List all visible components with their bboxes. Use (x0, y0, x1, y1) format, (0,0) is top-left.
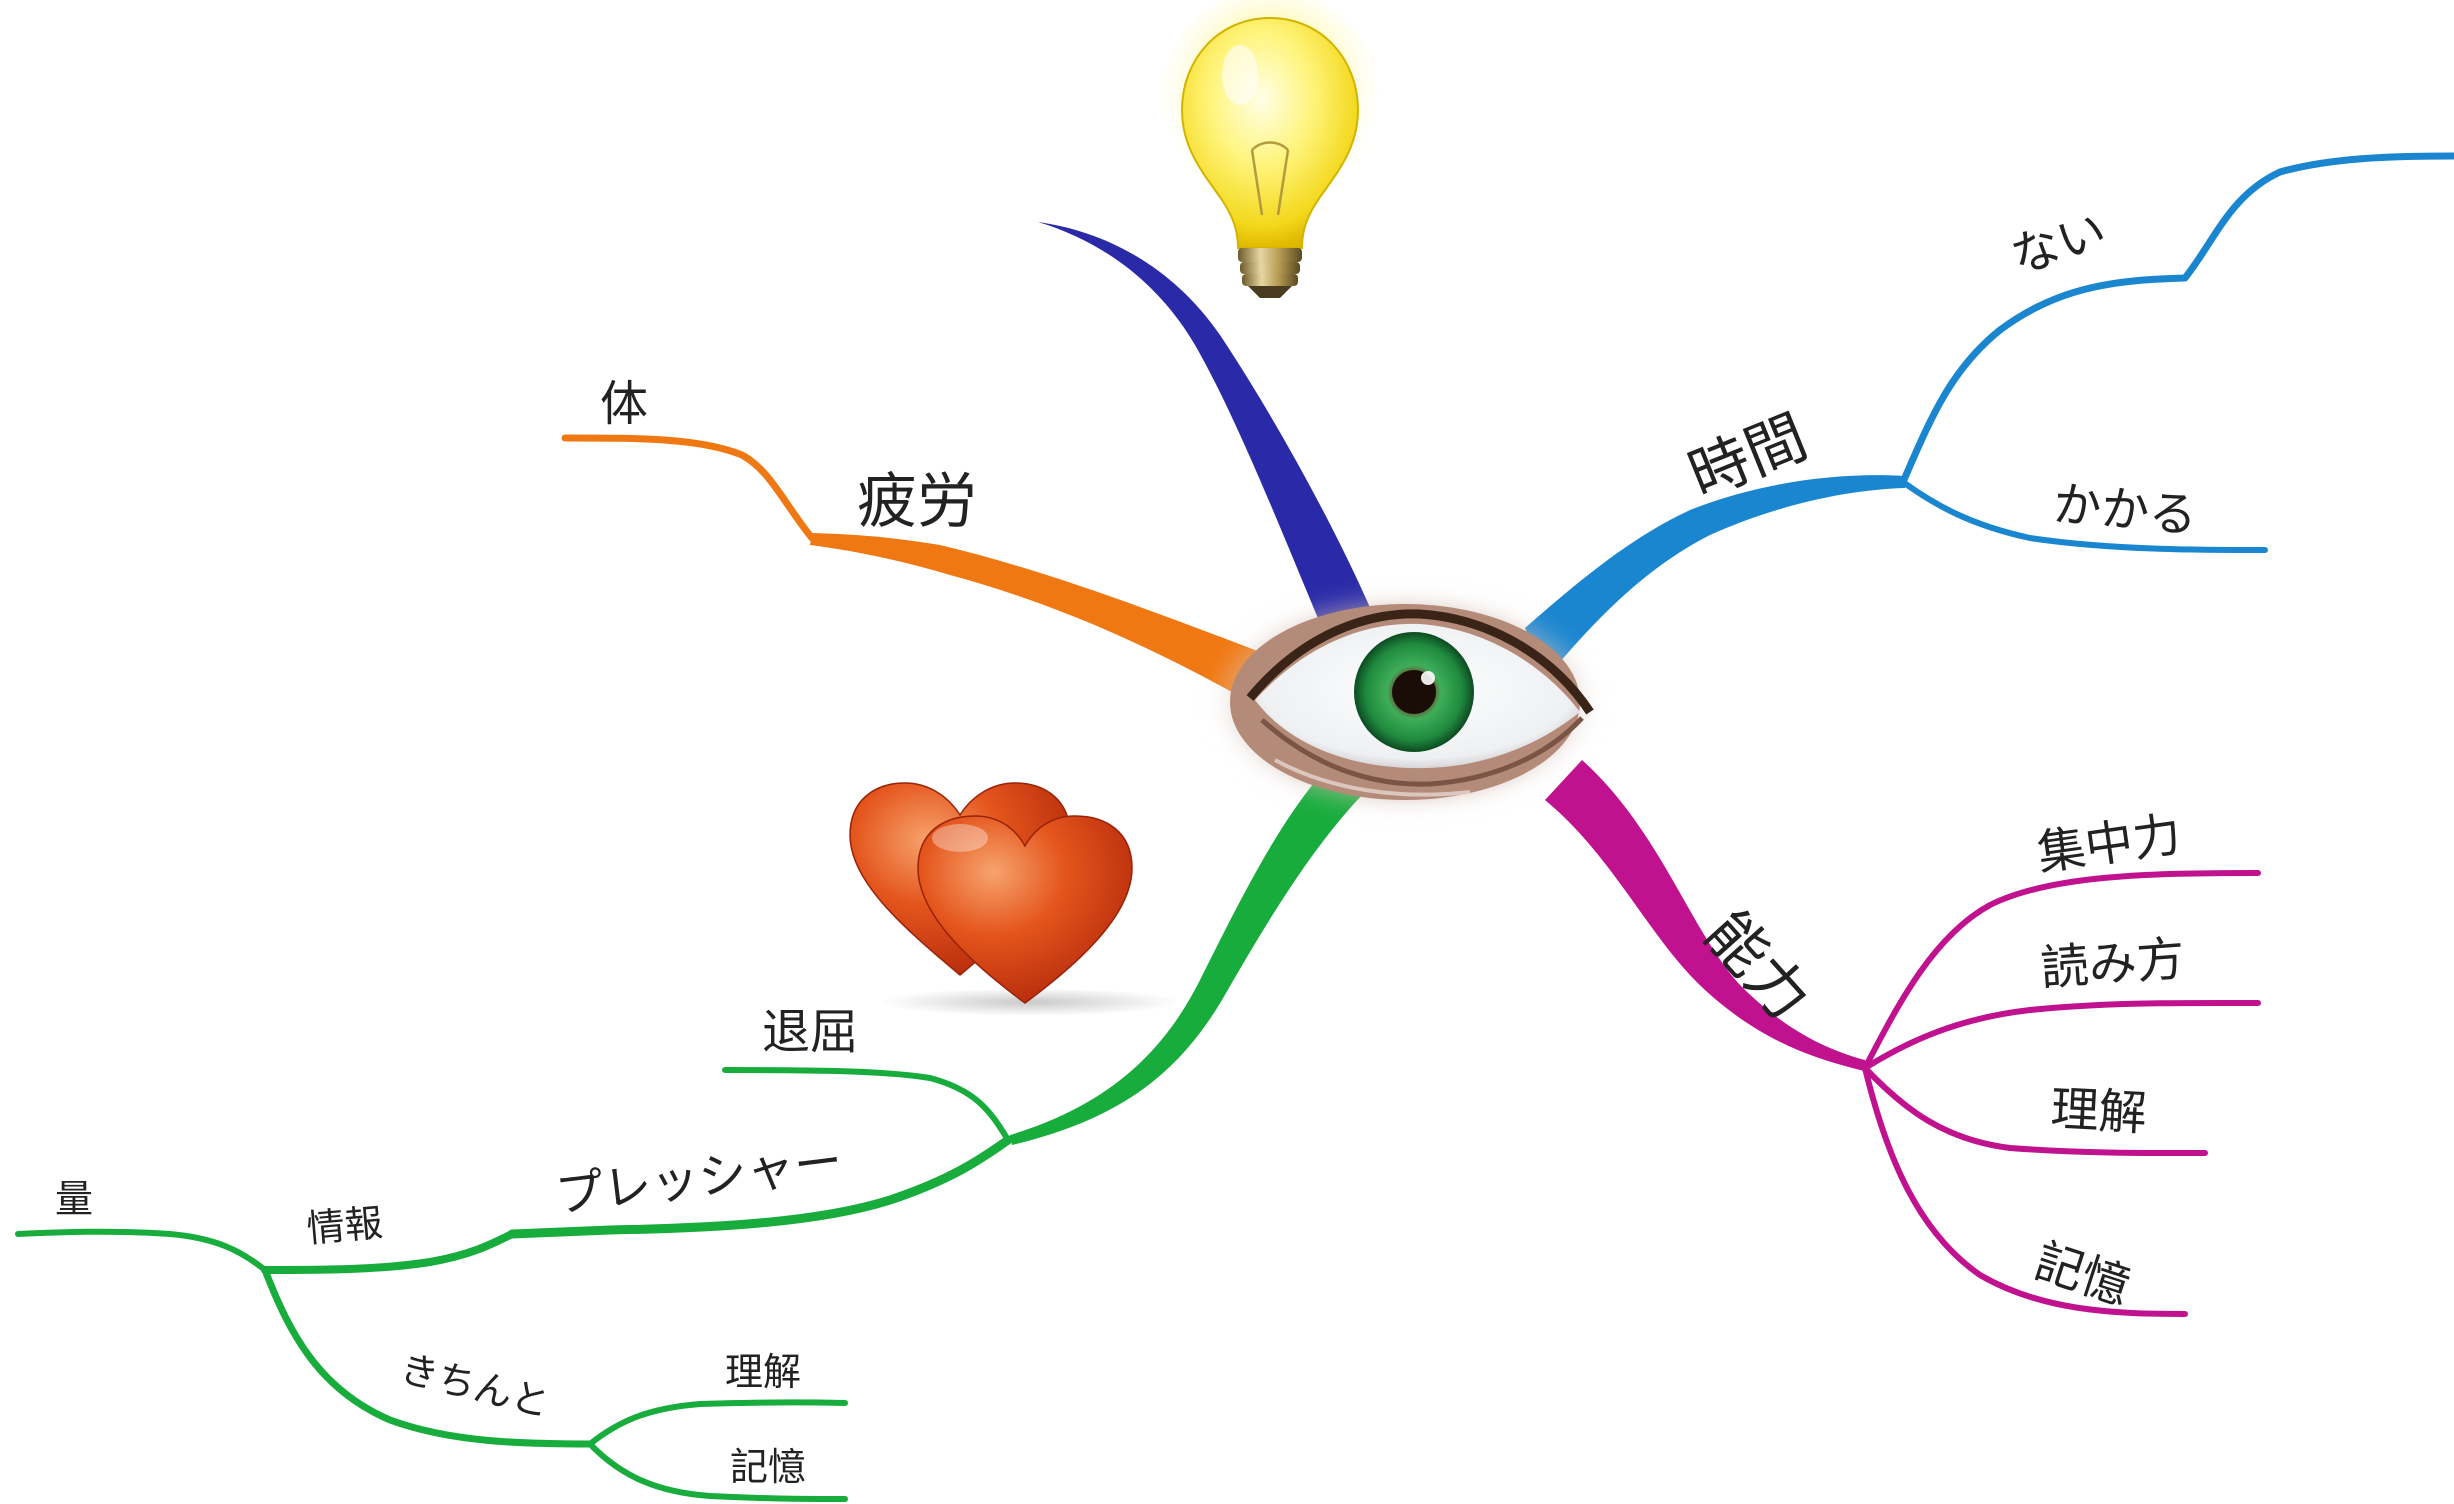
ability-child-line-1[interactable] (1862, 870, 2261, 1071)
info-label[interactable]: 情報 (305, 1201, 385, 1251)
amount-line[interactable] (15, 1228, 268, 1273)
properly-child-memory[interactable]: 記憶 (730, 1445, 806, 1489)
hearts-icon (849, 782, 1180, 1016)
boredom-line[interactable] (722, 1067, 1011, 1143)
ability-child-understanding[interactable]: 理解 (2049, 1081, 2148, 1142)
properly-label[interactable]: きちんと (396, 1346, 554, 1425)
body-label[interactable]: 体 (600, 376, 648, 432)
boredom-label[interactable]: 退屈 (762, 1004, 858, 1060)
eye-icon (1210, 592, 1600, 812)
amount-label[interactable]: 量 (55, 1177, 93, 1221)
properly-child-understanding[interactable]: 理解 (725, 1350, 801, 1394)
ability-child-reading[interactable]: 読み方 (2039, 931, 2187, 997)
ability-child-line-3[interactable] (1862, 1065, 2208, 1157)
ability-label[interactable]: 能力 (1691, 898, 1823, 1034)
upper-branch[interactable] (1038, 222, 1372, 628)
fatigue-label[interactable]: 疲労 (857, 467, 977, 537)
ability-child-line-4[interactable] (1862, 1065, 2188, 1317)
lightbulb-icon (1160, 0, 1380, 298)
fatigue-branch[interactable] (810, 533, 1268, 705)
time-child-line-nai[interactable] (1899, 152, 2454, 486)
ability-child-line-2[interactable] (1862, 999, 2261, 1071)
info-line[interactable] (261, 1230, 516, 1274)
ability-branch[interactable] (1545, 760, 1868, 1072)
ability-child-concentration[interactable]: 集中力 (2034, 806, 2184, 881)
properly-child-line-1[interactable] (587, 1399, 848, 1447)
pressure-branch[interactable] (1010, 778, 1362, 1145)
properly-child-line-2[interactable] (587, 1441, 848, 1502)
time-child-line-kakaru[interactable] (1900, 479, 2268, 553)
pressure-line[interactable] (507, 1135, 1013, 1239)
fatigue-child-line[interactable] (561, 434, 816, 542)
time-child-nai[interactable]: ない (2004, 202, 2113, 285)
properly-line[interactable] (261, 1266, 594, 1448)
time-child-kakaru[interactable]: かかる (2051, 476, 2199, 544)
pressure-label[interactable]: プレッシャー (553, 1133, 846, 1224)
